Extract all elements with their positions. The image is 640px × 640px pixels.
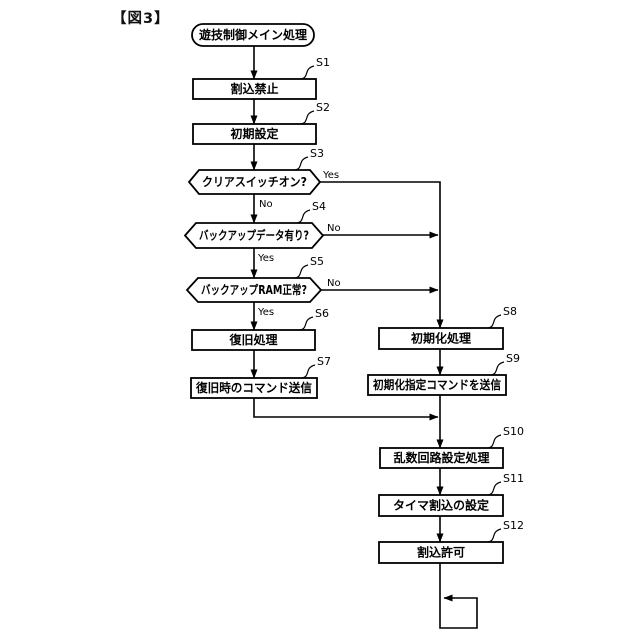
step-label-s8: S8: [503, 305, 517, 318]
step-label-s2: S2: [316, 101, 330, 114]
node-s1: 割込禁止 S1: [192, 56, 330, 100]
process-shape-s1: [192, 78, 317, 100]
node-label-s10: 乱数回路設定処理: [393, 450, 489, 465]
edge-label-s4-yes: Yes: [257, 253, 274, 264]
node-label-s1: 割込禁止: [230, 81, 278, 96]
node-label-s9: 初期化指定コマンドを送信: [373, 377, 501, 392]
terminal-shape-start: [191, 23, 315, 47]
node-label-s12: 割込許可: [417, 545, 465, 560]
edge-label-s3-yes: Yes: [322, 170, 339, 181]
decision-shape-s3: [187, 169, 322, 195]
edge-label-s5-no: No: [327, 278, 341, 289]
node-label-s8: 初期化処理: [411, 331, 471, 346]
node-label-s6: 復旧処理: [228, 332, 277, 347]
node-label-s5: バックアップRAM正常?: [201, 282, 307, 297]
edge-s7-join-bottom: [253, 398, 439, 421]
node-s6: 復旧処理 S6: [191, 307, 329, 351]
step-leader-s1: [300, 65, 315, 80]
node-start: 遊技制御メイン処理: [191, 23, 315, 47]
step-label-s11: S11: [503, 472, 524, 485]
node-s7: 復旧時のコマンド送信 S7: [190, 355, 331, 399]
step-label-s5: S5: [310, 255, 324, 268]
step-leader-s7: [301, 364, 316, 379]
step-label-s1: S1: [316, 56, 330, 69]
process-shape-s2: [192, 123, 317, 145]
step-leader-s9: [490, 361, 505, 376]
step-leader-s10: [487, 434, 502, 449]
figure-label: 【図3】: [112, 11, 170, 27]
step-leader-s8: [487, 314, 502, 329]
step-leader-s4: [296, 209, 311, 224]
process-shape-s6: [191, 329, 316, 351]
node-s12: 割込許可 S12: [378, 519, 524, 564]
process-shape-s8: [378, 327, 504, 350]
node-label-s7: 復旧時のコマンド送信: [195, 380, 312, 395]
node-label-s2: 初期設定: [230, 126, 278, 141]
process-shape-s7: [190, 377, 318, 399]
decision-shape-s4: [183, 222, 325, 249]
step-leader-s2: [300, 110, 315, 125]
edge-label-s4-no: No: [327, 223, 341, 234]
step-label-s7: S7: [317, 355, 331, 368]
process-shape-s9: [367, 374, 507, 396]
node-s8: 初期化処理 S8: [378, 305, 517, 350]
step-label-s6: S6: [315, 307, 329, 320]
node-s5: バックアップRAM正常? S5: [185, 255, 324, 303]
step-label-s4: S4: [312, 200, 326, 213]
node-label-s11: タイマ割込の設定: [393, 498, 489, 513]
node-s3: クリアスイッチオン? S3: [187, 147, 324, 195]
step-leader-s11: [487, 481, 502, 496]
step-label-s9: S9: [506, 352, 520, 365]
node-s4: バックアップデータ有り? S4: [183, 200, 326, 249]
node-s2: 初期設定 S2: [192, 101, 330, 145]
step-leader-s12: [487, 528, 502, 543]
node-s10: 乱数回路設定処理 S10: [379, 425, 524, 469]
step-leader-s5: [294, 264, 309, 279]
process-shape-s12: [378, 541, 504, 564]
process-shape-s11: [378, 494, 504, 517]
node-label-s4: バックアップデータ有り?: [199, 228, 309, 243]
step-leader-s3: [294, 156, 309, 171]
node-label-start: 遊技制御メイン処理: [199, 27, 307, 42]
step-label-s3: S3: [310, 147, 324, 160]
step-label-s10: S10: [503, 425, 524, 438]
decision-shape-s5: [185, 277, 323, 303]
step-label-s12: S12: [503, 519, 524, 532]
edge-label-s5-yes: Yes: [257, 307, 274, 318]
edge-s3-s8: [320, 181, 444, 329]
edge-label-s3-no: No: [259, 199, 273, 210]
node-s11: タイマ割込の設定 S11: [378, 472, 524, 517]
node-s9: 初期化指定コマンドを送信 S9: [367, 352, 520, 396]
edge-s12-loop-back: [439, 563, 478, 629]
process-shape-s10: [379, 447, 504, 469]
step-leader-s6: [299, 316, 314, 331]
node-label-s3: クリアスイッチオン?: [202, 175, 307, 189]
